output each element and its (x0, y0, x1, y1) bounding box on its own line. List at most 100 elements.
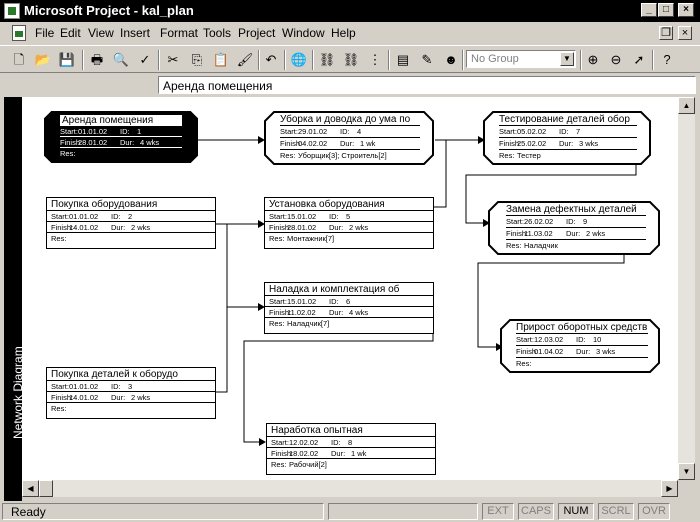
task-name: Уборка и доводка до ума по (280, 114, 420, 126)
scroll-left-button[interactable]: ◀ (22, 480, 39, 497)
scroll-up-button[interactable]: ▲ (678, 97, 695, 114)
task-node-3[interactable]: Покупка деталей к оборудо Start:01.01.02… (46, 367, 216, 419)
toolbar-separator (284, 50, 286, 70)
task-start: 26.02.02 (524, 217, 554, 226)
res-label: Res: (499, 151, 515, 160)
scroll-down-button[interactable]: ▼ (678, 463, 695, 480)
close-button[interactable]: × (678, 3, 694, 17)
scrl-indicator: SCRL (598, 503, 634, 520)
task-start: 01.01.02 (78, 127, 108, 136)
menu-view[interactable]: View (88, 26, 114, 40)
toolbar-separator (388, 50, 390, 70)
help-icon[interactable]: ? (663, 52, 671, 67)
task-name: Прирост оборотных средств (516, 322, 648, 334)
id-label: ID: (340, 127, 350, 136)
menu-tools[interactable]: Tools (203, 26, 232, 40)
view-bar[interactable]: Network Diagram (4, 97, 25, 501)
menu-project[interactable]: Project (238, 26, 276, 40)
web-globe-icon[interactable]: 🌐 (290, 52, 308, 67)
mdi-restore-button[interactable]: ❐ (659, 26, 673, 40)
task-id: 9 (583, 217, 588, 226)
goto-task-icon[interactable]: ➚ (633, 52, 645, 67)
scroll-right-button[interactable]: ▶ (661, 480, 678, 497)
id-label: ID: (111, 382, 121, 391)
new-icon[interactable]: 🗋 (13, 52, 25, 67)
horizontal-scroll-thumb[interactable] (39, 480, 53, 497)
save-icon[interactable]: 💾 (58, 52, 76, 67)
title-bar: Microsoft Project - kal_plan _ □ × (0, 0, 700, 22)
entry-bar: Аренда помещения (0, 73, 700, 97)
menu-format[interactable]: Format (160, 26, 199, 40)
maximize-button[interactable]: □ (658, 3, 674, 17)
entry-field[interactable]: Аренда помещения (158, 76, 696, 94)
task-node-10[interactable]: Прирост оборотных средств Start:12.03.02… (500, 319, 660, 373)
id-label: ID: (329, 212, 339, 221)
task-start: 05.02.02 (517, 127, 547, 136)
task-resources: Уборщик[3]; Строитель[2] (298, 151, 387, 160)
minimize-button[interactable]: _ (641, 3, 657, 17)
copy-icon[interactable]: ⎘ (191, 52, 203, 67)
task-duration: 1 wk (360, 139, 376, 148)
finish-label: Finish: (51, 223, 74, 232)
unlink-tasks-icon[interactable]: ⛓ (342, 52, 360, 67)
task-notes-icon[interactable]: ✎ (421, 52, 433, 67)
assign-resources-icon[interactable]: ☻ (444, 52, 458, 67)
horizontal-scrollbar[interactable]: ◀ ▶ (22, 480, 678, 497)
open-icon[interactable]: 📂 (34, 52, 52, 67)
start-label: Start: (271, 438, 289, 447)
undo-icon[interactable]: ↶ (265, 52, 277, 67)
start-label: Start: (516, 335, 534, 344)
print-preview-icon[interactable]: 🔍 (112, 52, 130, 67)
mdi-close-button[interactable]: × (678, 26, 692, 40)
toolbar-separator (258, 50, 260, 70)
zoom-out-icon[interactable]: ⊖ (610, 52, 622, 67)
dur-label: Dur: (576, 347, 591, 356)
document-icon[interactable] (12, 25, 26, 41)
res-label: Res: (51, 234, 67, 243)
task-duration: 3 wks (579, 139, 599, 148)
split-task-icon[interactable]: ⋮ (368, 52, 382, 67)
vertical-scrollbar[interactable]: ▲ ▼ (678, 97, 695, 480)
task-node-6[interactable]: Наладка и комплектация об Start:15.01.02… (264, 282, 434, 334)
task-node-4[interactable]: Уборка и доводка до ума по Start:29.01.0… (264, 111, 434, 165)
task-duration: 2 wks (349, 223, 369, 232)
spelling-icon[interactable]: ✓ (139, 52, 151, 67)
link-line (477, 245, 625, 348)
finish-label: Finish: (51, 393, 74, 402)
task-finish: 28.01.02 (78, 138, 108, 147)
task-node-7[interactable]: Тестирование деталей обор Start:05.02.02… (483, 111, 651, 165)
chevron-down-icon[interactable]: ▼ (560, 52, 574, 66)
task-info-icon[interactable]: ▤ (396, 52, 410, 67)
cut-icon[interactable]: ✂ (167, 52, 179, 67)
status-bar: Ready EXT CAPS NUM SCRL OVR (0, 501, 700, 522)
group-select-value: No Group (471, 53, 519, 65)
task-id: 7 (576, 127, 581, 136)
num-indicator: NUM (558, 503, 594, 520)
print-icon[interactable]: 🖶 (90, 52, 104, 67)
toolbar-separator (580, 50, 582, 70)
menu-insert[interactable]: Insert (120, 26, 151, 40)
menu-edit[interactable]: Edit (60, 26, 81, 40)
dur-label: Dur: (111, 393, 126, 402)
task-start: 12.03.02 (534, 335, 564, 344)
task-duration: 2 wks (131, 393, 151, 402)
zoom-in-icon[interactable]: ⊕ (587, 52, 599, 67)
ovr-indicator: OVR (638, 503, 670, 520)
format-painter-icon[interactable]: 🖌 (236, 52, 254, 67)
paste-icon[interactable]: 📋 (212, 52, 230, 67)
id-label: ID: (576, 335, 586, 344)
menu-file[interactable]: File (35, 26, 55, 40)
group-select[interactable]: No Group ▼ (466, 50, 576, 68)
link-tasks-icon[interactable]: ⛓ (318, 52, 336, 67)
menu-help[interactable]: Help (331, 26, 356, 40)
task-name: Наладка и комплектация об (265, 283, 433, 296)
menu-window[interactable]: Window (282, 26, 325, 40)
task-start: 12.02.02 (289, 438, 319, 447)
app-icon[interactable] (4, 3, 20, 19)
